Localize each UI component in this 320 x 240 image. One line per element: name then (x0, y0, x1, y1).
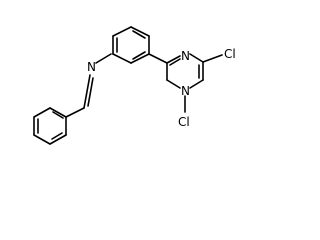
pyrimidine-nitrogen-1-label: N (181, 49, 190, 63)
molecule-drawing: N N N Cl Cl (33, 26, 236, 145)
pyrimidine-ring (166, 53, 204, 89)
structure-diagram: N N N Cl Cl (33, 26, 236, 145)
benzylidene-ring (33, 107, 67, 145)
biaryl-bond (148, 53, 168, 64)
c-cl-bond-top (202, 54, 223, 63)
chlorine-top-label: Cl (224, 47, 236, 61)
central-ring (112, 26, 150, 64)
chlorine-bottom-label: Cl (178, 115, 190, 129)
imine-nitrogen-label: N (87, 60, 96, 74)
pyrimidine-nitrogen-3-label: N (181, 84, 190, 98)
imine-linker (65, 53, 112, 118)
